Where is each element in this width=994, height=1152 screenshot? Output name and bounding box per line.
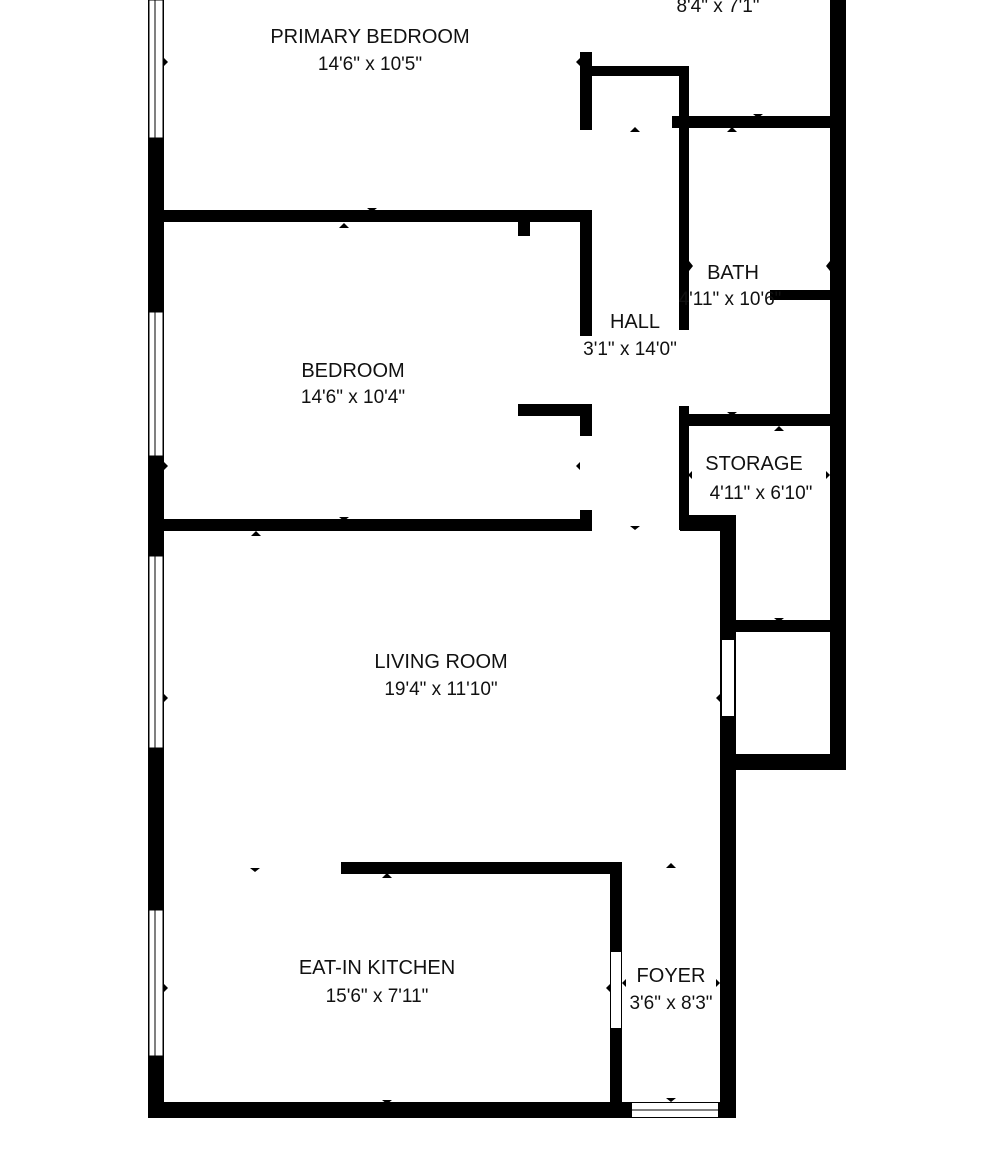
marker-primary-bottom xyxy=(367,208,377,212)
kitchen-name: EAT-IN KITCHEN xyxy=(299,957,455,979)
door-storage xyxy=(722,640,734,716)
door-kitchen-foyer xyxy=(611,952,621,1028)
marker-living-bottom xyxy=(250,868,260,872)
wall-bath-stub xyxy=(770,290,846,300)
marker-living-left xyxy=(164,694,168,702)
marker-foyer-right xyxy=(716,979,720,987)
wall-right-exterior xyxy=(830,0,846,770)
marker-kitchen-top xyxy=(382,873,392,878)
wall-storage-jog xyxy=(680,515,736,531)
wall-bedroom-closet-bottom xyxy=(518,404,592,416)
window-bedroom xyxy=(148,311,164,457)
marker-bath-top xyxy=(727,127,737,132)
walls xyxy=(148,0,846,1118)
marker-storage-right xyxy=(826,471,830,479)
door-bedroom-hall xyxy=(581,436,591,510)
windows xyxy=(148,0,164,1057)
marker-storage-bottom xyxy=(774,618,784,622)
marker-hall-bottom xyxy=(630,526,640,530)
wall-living-right xyxy=(720,525,736,1118)
hall-dims: 3'1" x 14'0" xyxy=(583,339,677,360)
door-closet-hall xyxy=(592,116,672,128)
wall-closet-left xyxy=(580,52,592,130)
marker-foyer-left xyxy=(622,979,626,987)
marker-kitchen-left xyxy=(164,984,168,992)
marker-bedroom-bottom xyxy=(339,517,349,521)
hall-name: HALL xyxy=(610,311,660,333)
bath-dims: 4'11" x 10'6" xyxy=(679,289,782,310)
marker-primary-left xyxy=(164,58,168,66)
room-labels: 8'4" x 7'1" PRIMARY BEDROOM 14'6" x 10'5… xyxy=(270,0,812,1014)
marker-primary-right xyxy=(576,58,580,66)
wall-bedroom-closet-stub xyxy=(518,210,530,236)
window-primary-bedroom xyxy=(148,0,164,139)
window-living-room xyxy=(148,555,164,749)
bath-name: BATH xyxy=(707,262,759,284)
wall-bottom-exterior xyxy=(148,1102,736,1118)
living-room-name: LIVING ROOM xyxy=(374,651,507,673)
top-room-dims: 8'4" x 7'1" xyxy=(676,0,759,17)
door-bath xyxy=(679,330,689,406)
wall-bedroom-living-divider xyxy=(148,519,592,531)
wall-hall-right xyxy=(679,68,689,330)
wall-right-wing-bottom xyxy=(722,754,846,770)
foyer-name: FOYER xyxy=(637,965,706,987)
marker-storage-top xyxy=(774,426,784,431)
marker-bath-right xyxy=(826,261,830,271)
wall-hall-right-lower xyxy=(679,406,689,530)
marker-bath-bottom xyxy=(727,412,737,416)
door-bedroom-closet xyxy=(519,236,529,404)
wall-kitchen-top xyxy=(341,862,621,874)
foyer-dims: 3'6" x 8'3" xyxy=(629,993,712,1014)
living-room-dims: 19'4" x 11'10" xyxy=(384,679,497,700)
bedroom-name: BEDROOM xyxy=(301,360,404,382)
marker-top-room-bottom xyxy=(753,114,763,118)
marker-hall-top xyxy=(630,127,640,132)
marker-storage-left xyxy=(688,471,692,479)
wall-storage-top xyxy=(680,414,846,426)
marker-bedroom-top xyxy=(339,223,349,228)
marker-living-top xyxy=(251,531,261,536)
window-kitchen xyxy=(148,909,164,1057)
door-primary-hall xyxy=(581,130,591,210)
marker-kitchen-bottom xyxy=(382,1100,392,1104)
marker-bedroom-right xyxy=(576,462,580,470)
storage-name: STORAGE xyxy=(705,453,802,475)
marker-foyer-bottom xyxy=(666,1098,676,1102)
kitchen-dims: 15'6" x 7'11" xyxy=(326,986,429,1007)
wall-storage-bottom xyxy=(722,620,846,632)
bedroom-dims: 14'6" x 10'4" xyxy=(301,387,405,408)
wall-primary-bedroom-divider xyxy=(148,210,592,222)
storage-dims: 4'11" x 6'10" xyxy=(710,483,813,504)
dimension-markers xyxy=(164,58,830,1104)
marker-bedroom-left xyxy=(164,462,168,470)
door-openings xyxy=(519,116,734,1117)
marker-foyer-top xyxy=(666,863,676,868)
wall-hall-left xyxy=(580,210,592,336)
marker-living-right xyxy=(716,694,720,702)
primary-bedroom-name: PRIMARY BEDROOM xyxy=(270,26,469,48)
wall-bath-top xyxy=(672,116,846,128)
wall-closet-top xyxy=(580,66,689,76)
primary-bedroom-dims: 14'6" x 10'5" xyxy=(318,54,422,75)
marker-bath-left xyxy=(689,261,693,271)
marker-kitchen-right xyxy=(606,984,610,992)
